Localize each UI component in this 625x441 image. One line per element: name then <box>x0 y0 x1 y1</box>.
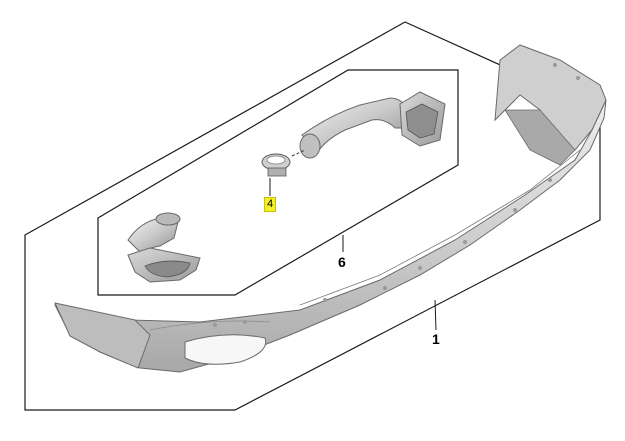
part-label-6: 6 <box>338 254 346 270</box>
pipe-clamp <box>261 153 291 177</box>
assembly-dash-line <box>291 149 306 157</box>
assembly-frame-outer <box>24 21 601 411</box>
rear-diffuser-part <box>54 44 607 373</box>
kit-frame-inner <box>97 69 459 296</box>
left-exhaust-tip <box>127 212 201 283</box>
part-label-4[interactable]: 4 <box>264 197 277 212</box>
leader-line-1 <box>434 299 437 331</box>
part-label-1: 1 <box>432 331 440 347</box>
right-exhaust-tailpipe <box>299 91 446 159</box>
